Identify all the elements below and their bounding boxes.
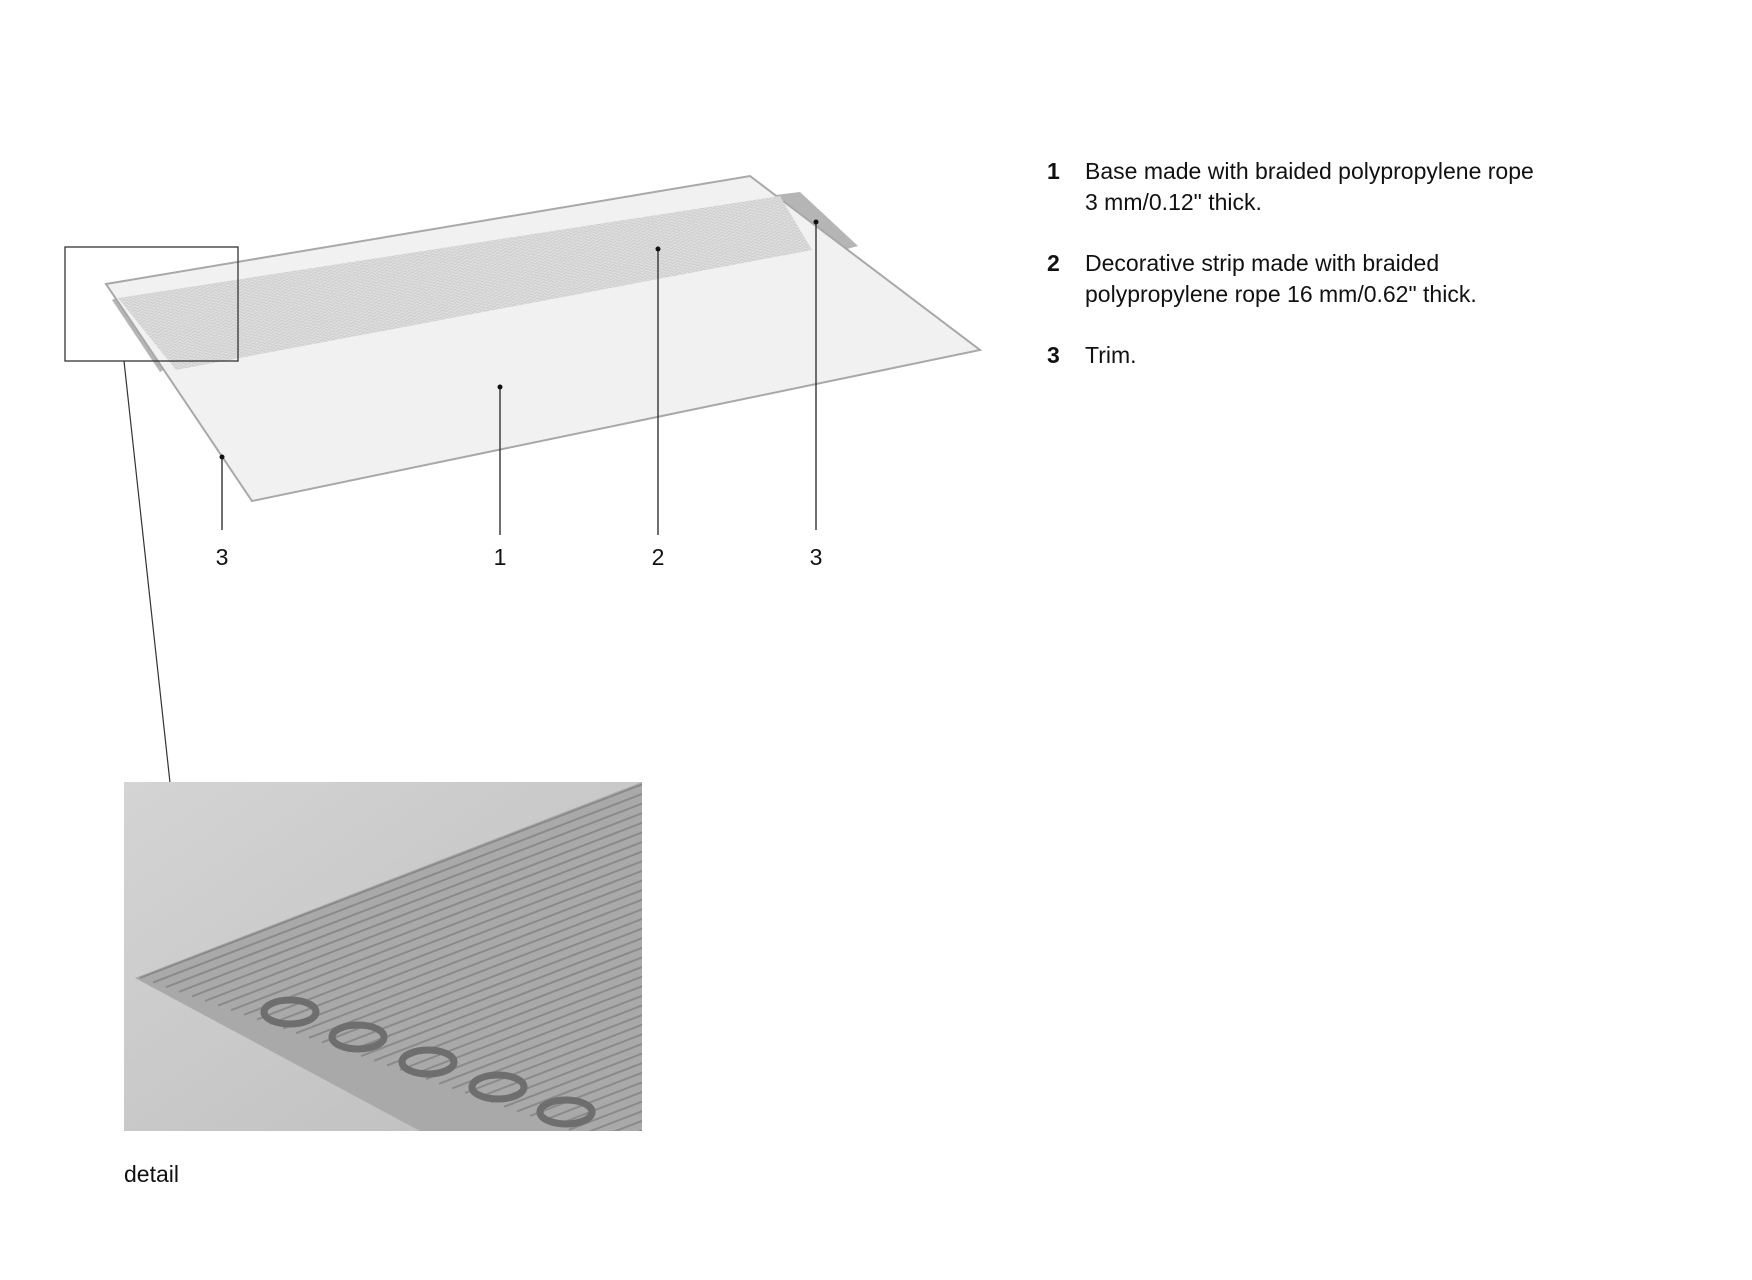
decorative-strip (118, 196, 812, 370)
rope-stripe (295, 898, 642, 1035)
rope-stripe (282, 889, 642, 1030)
callout-label-trim: 3 (215, 544, 229, 570)
rope-stripe (647, 941, 1207, 1157)
callout-dots (219, 219, 819, 460)
legend-item-strip: 2 Decorative strip made with braided poly… (1047, 248, 1607, 310)
legend: 1 Base made with braided polypropylene r… (1047, 156, 1607, 401)
callout-dot (497, 384, 503, 390)
legend-text-line: Decorative strip made with braided (1085, 250, 1440, 276)
rope-stripe (308, 908, 642, 1039)
rope-stripe (568, 1100, 642, 1131)
rope-stripe (399, 975, 642, 1071)
rope-stripe (139, 783, 642, 979)
rope-stripe (634, 937, 1194, 1153)
rope-stripe (334, 927, 642, 1048)
rope-stripe (230, 850, 642, 1012)
callout-label-base: 1 (493, 544, 507, 570)
rope-stripe (490, 1042, 642, 1104)
legend-text: Decorative strip made with braided polypr… (1085, 248, 1477, 310)
rope-stripe (464, 1023, 642, 1094)
rope-stripe (178, 812, 642, 993)
detail-leader-line (123, 360, 179, 857)
callout-lines (221, 222, 817, 535)
rope-stripe (637, 1129, 642, 1131)
rope-stripe (217, 840, 642, 1007)
legend-text-line: polypropylene rope 16 mm/0.62" thick. (1085, 281, 1477, 307)
rope-stripe (165, 802, 642, 989)
callout-label-trim: 3 (809, 544, 823, 570)
rope-stripe (529, 1071, 642, 1117)
rope-stripe (360, 946, 642, 1058)
rope-stripe (503, 1052, 642, 1108)
legend-text-line: Base made with braided polypropylene rop… (1085, 158, 1534, 184)
legend-item-trim: 3 Trim. (1047, 340, 1607, 371)
rope-stripe (243, 860, 642, 1016)
rope-stripe (191, 821, 642, 998)
callout-dot (655, 246, 661, 252)
rope-stripe (516, 1062, 642, 1113)
callout-dot (219, 454, 225, 460)
legend-number: 1 (1047, 158, 1060, 184)
rope-stripe (412, 985, 642, 1076)
rope-stripe (204, 831, 642, 1002)
legend-text: Trim. (1085, 342, 1137, 368)
callout-dot (813, 219, 819, 225)
rope-stripe (347, 937, 642, 1053)
legend-number: 2 (1047, 250, 1060, 276)
rope-stripe (373, 956, 642, 1062)
detail-caption: detail (124, 1161, 179, 1187)
legend-number: 3 (1047, 342, 1060, 368)
callout-label-strip: 2 (651, 544, 665, 570)
rope-stripe (451, 1014, 642, 1090)
rope-stripe (386, 965, 642, 1067)
rope-stripe (152, 792, 642, 984)
legend-item-base: 1 Base made with braided polypropylene r… (1047, 156, 1607, 218)
rope-stripe (425, 994, 642, 1081)
rope-stripe (256, 869, 642, 1021)
legend-text-line: 3 mm/0.12" thick. (1085, 189, 1262, 215)
rope-stripe (438, 1004, 642, 1085)
rope-stripe (588, 1110, 642, 1131)
rope-stripe (621, 932, 1181, 1148)
rope-stripe (477, 1033, 642, 1099)
legend-text: Base made with braided polypropylene rop… (1085, 156, 1534, 218)
rope-stripe (269, 879, 642, 1025)
rug-illustration (104, 174, 983, 503)
rope-stripe (542, 1081, 642, 1122)
rope-stripe (321, 917, 642, 1044)
detail-photo (124, 782, 1207, 1157)
rope-stripe (612, 1119, 642, 1131)
detail-marker-box (64, 246, 239, 362)
